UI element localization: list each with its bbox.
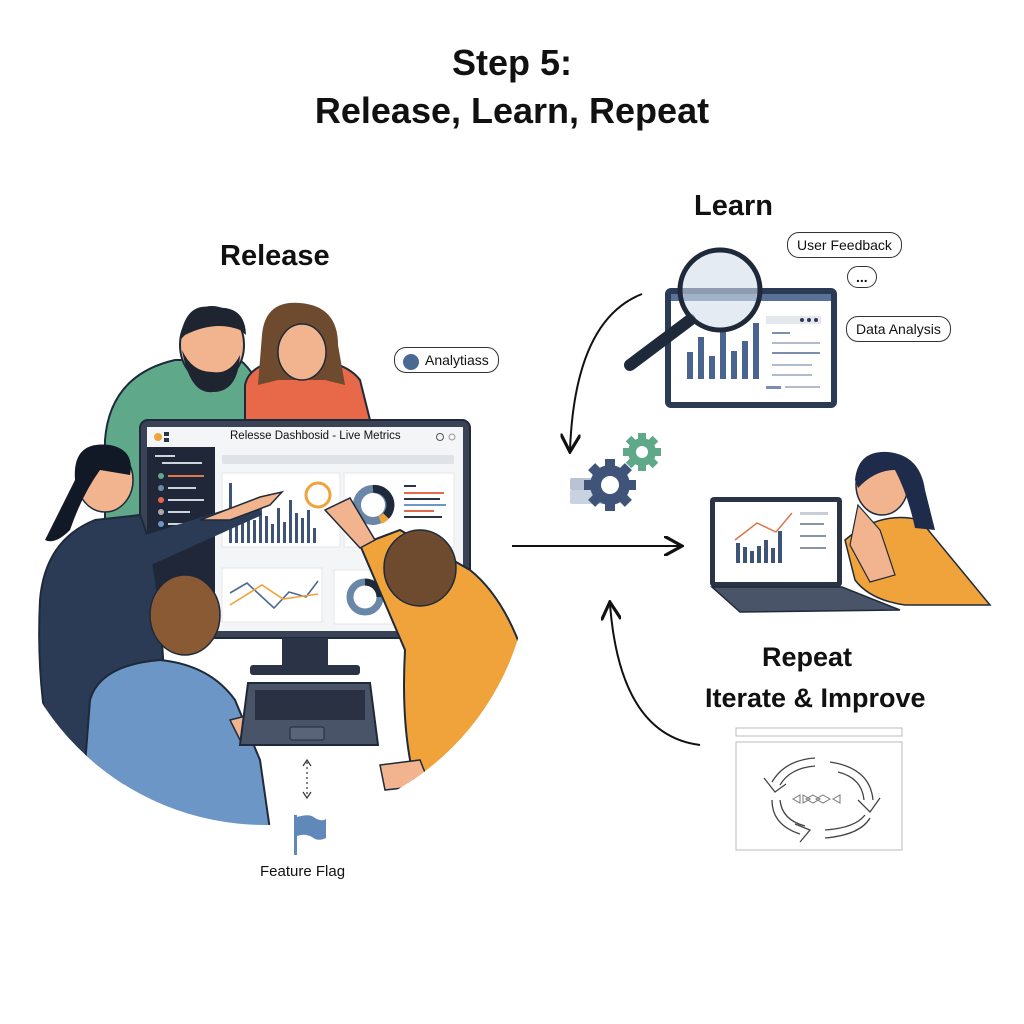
dashboard-title: Relesse Dashbosid - Live Metrics [230,430,401,442]
repeat-label: Repeat [762,642,853,672]
keyboard [238,682,380,746]
thinking-dots: ... [856,269,868,285]
analytics-bubble: Analytiass [394,347,499,373]
arrow-learn-down [570,293,643,450]
iterate-improve-label: Iterate & Improve [705,683,926,713]
analytics-bubble-text: Analytiass [425,352,489,368]
data-analysis-bubble: Data Analysis [846,316,951,342]
person-woman-coral [244,302,372,421]
flag-icon [294,815,326,855]
thinking-bubble: ... [847,266,877,288]
user-feedback-text: User Feedback [797,237,892,253]
feature-flag-label: Feature Flag [260,863,346,880]
chat-icon [403,354,419,370]
title-line-1: Step 5: [451,42,573,83]
person-man-orange [323,497,530,802]
data-analysis-text: Data Analysis [856,321,941,337]
release-label: Release [220,240,330,272]
gears-icon [570,433,661,511]
title-line-2: Release, Learn, Repeat [314,90,710,131]
user-feedback-bubble: User Feedback [787,232,902,258]
arrow-repeat-up [610,604,701,746]
magnifier-icon [624,247,763,371]
person-woman-laptop [844,451,992,606]
release-scene [38,302,530,825]
cycle-diagram [735,727,903,851]
cycle-arrows-icon [763,757,881,843]
learn-label: Learn [694,190,773,222]
learn-laptop [710,497,901,613]
